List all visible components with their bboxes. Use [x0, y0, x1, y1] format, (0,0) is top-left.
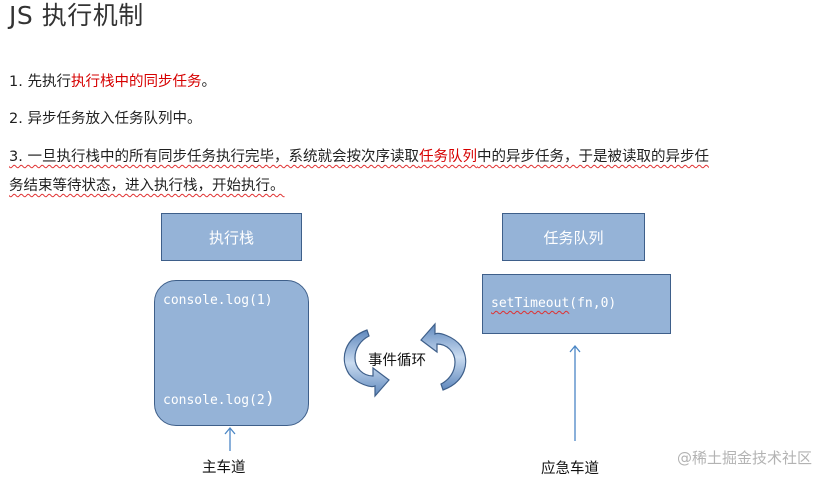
task-queue-label: 任务队列	[543, 228, 604, 247]
task-queue-label-box: 任务队列	[502, 213, 645, 261]
main-lane-caption: 主车道	[202, 460, 246, 476]
page-title: JS 执行机制	[9, 1, 144, 30]
paragraph-3: 3. 一旦执行栈中的所有同步任务执行完毕，系统就会按次序读取任务队列中的异步任务…	[9, 147, 809, 196]
queue-code-args: (fn,0)	[569, 296, 617, 311]
paragraph-2: 2. 异步任务放入任务队列中。	[9, 111, 202, 127]
execution-stack-label: 执行栈	[208, 228, 254, 247]
event-loop-label: 事件循环	[368, 353, 426, 369]
p3-line-2: 务结束等待状态，进入执行栈，开始执行。	[9, 178, 285, 194]
stack-code-2: console.log(2)	[163, 389, 275, 409]
p1-prefix: 1. 先执行	[9, 74, 71, 90]
task-queue-box: setTimeout(fn,0)	[482, 274, 671, 334]
p3-part-a: 3. 一旦执行栈中的所有同步任务执行完毕，系统就会按次序读取	[9, 149, 419, 165]
p3-highlight: 任务队列	[418, 149, 477, 165]
p3-part-b: 中的异步任务，于是被读取的异步任	[476, 149, 709, 165]
emergency-lane-caption: 应急车道	[541, 461, 599, 477]
loop-arrow-left	[343, 329, 390, 398]
arrow-up-icon	[224, 426, 236, 451]
execution-stack-box: console.log(1) console.log(2)	[154, 280, 309, 426]
arrow-up-icon	[569, 344, 581, 441]
stack-code-2-text: console.log(2	[163, 393, 265, 408]
loop-arrow-right	[420, 322, 467, 391]
watermark: @稀土掘金技术社区	[676, 449, 812, 467]
execution-stack-label-box: 执行栈	[161, 213, 302, 261]
stack-code-1: console.log(1)	[163, 293, 273, 308]
stack-code-2-paren: )	[264, 389, 275, 409]
queue-code-fn: setTimeout	[491, 296, 570, 311]
queue-code: setTimeout(fn,0)	[491, 296, 616, 311]
p1-suffix: 。	[201, 74, 216, 90]
paragraph-1: 1. 先执行执行栈中的同步任务。	[9, 72, 216, 92]
event-loop-icon	[343, 322, 467, 398]
p1-highlight: 执行栈中的同步任务	[70, 74, 202, 90]
